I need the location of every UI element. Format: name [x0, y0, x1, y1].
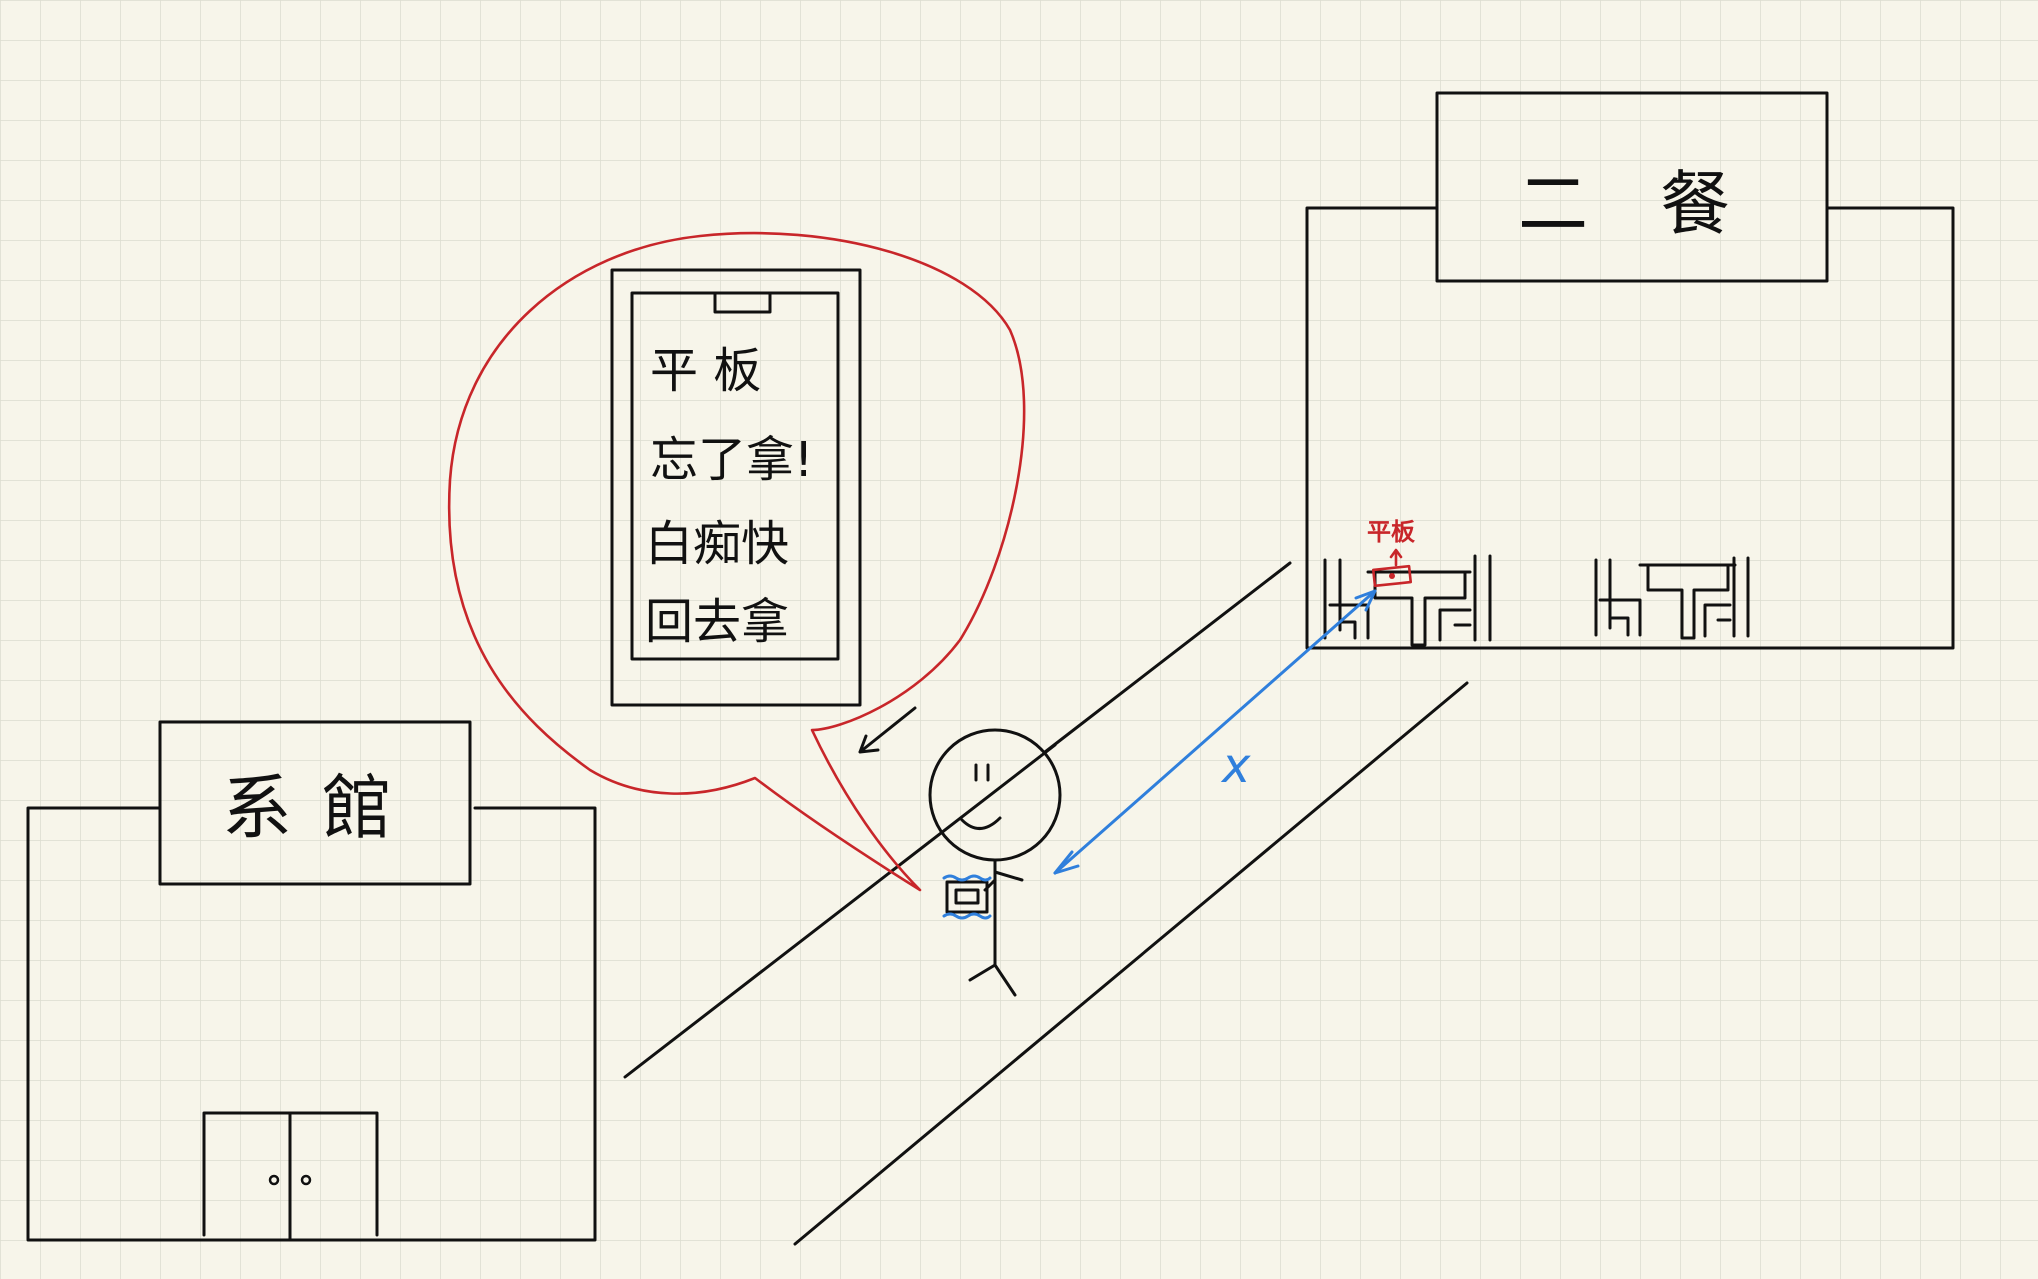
road-edge-upper-lower — [623, 743, 1057, 1079]
right-building-sign-char-1: 二 — [1518, 163, 1588, 245]
phone-text-line-2: 忘了拿! — [650, 432, 813, 488]
door-knob-left — [268, 1174, 280, 1186]
door-knob-right — [300, 1174, 312, 1186]
person-legs — [968, 963, 1017, 997]
carried-tablet-icon — [942, 874, 992, 920]
person-smile — [960, 816, 1002, 830]
road-edge-lower — [793, 681, 1469, 1246]
right-building: 二 餐 平板 — [1305, 91, 1955, 650]
tablet-marker-label: 平板 — [1367, 518, 1416, 546]
distance-label: x — [1220, 738, 1251, 794]
stick-figure-person — [928, 728, 1062, 997]
phone-text-line-3: 白痴快 — [645, 516, 789, 572]
left-building-sign-char-1: 系 — [222, 767, 292, 849]
phone-notch — [713, 291, 772, 314]
phone-text-line-1: 平 板 — [650, 343, 761, 399]
person-eyes — [974, 763, 990, 782]
phone-text-line-4: 回去拿 — [645, 594, 789, 650]
table-set-1 — [1323, 554, 1492, 647]
road — [623, 561, 1469, 1246]
left-building: 系 館 — [26, 720, 597, 1242]
right-building-sign-char-2: 餐 — [1660, 163, 1730, 245]
thought-bubble-outline — [447, 231, 1026, 892]
thought-bubble: 平 板 忘了拿! 白痴快 回去拿 — [447, 231, 1026, 892]
phone-in-bubble: 平 板 忘了拿! 白痴快 回去拿 — [610, 268, 862, 707]
distance-arrow: x — [1053, 589, 1377, 875]
road-edge-upper-upper — [1043, 561, 1292, 754]
tablet-on-table-marker: 平板 — [1367, 518, 1416, 588]
table-set-2 — [1594, 556, 1750, 640]
building-door — [202, 1111, 379, 1242]
left-building-sign-char-2: 館 — [322, 767, 392, 849]
pointer-arrow — [858, 706, 917, 754]
